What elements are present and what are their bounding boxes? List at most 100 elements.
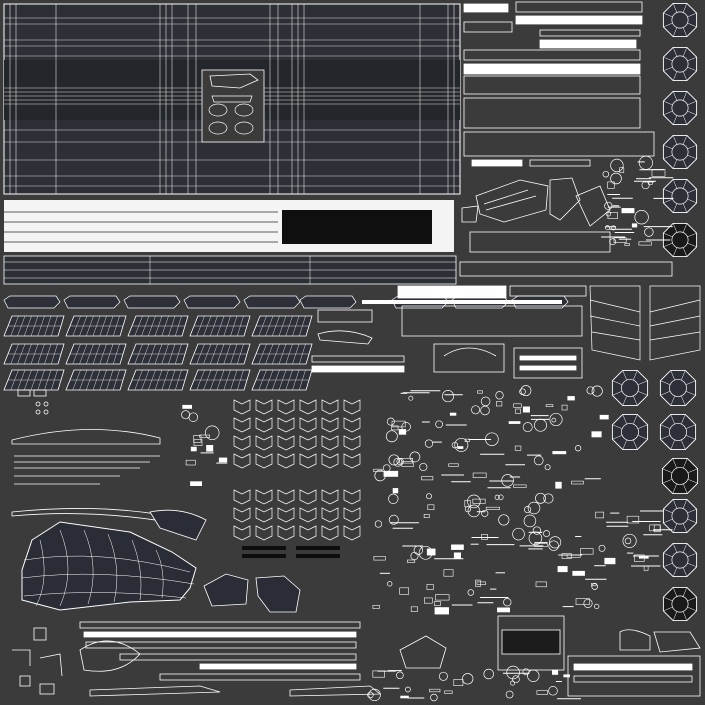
small-rect-part xyxy=(426,548,436,556)
panel xyxy=(65,315,127,337)
octagon-spoke xyxy=(672,135,678,145)
small-rect-part xyxy=(472,498,486,504)
small-rect-part xyxy=(391,425,399,431)
small-ring-part xyxy=(506,665,520,680)
small-rect-part xyxy=(449,412,457,416)
small-ring-part xyxy=(368,688,381,702)
mesh-island-large xyxy=(21,521,197,611)
small-rect-part xyxy=(426,584,434,590)
small-ring-part xyxy=(480,396,491,407)
octagon-wheel-column xyxy=(611,2,699,622)
octagon-spoke xyxy=(672,483,677,494)
small-rect-part xyxy=(607,212,618,220)
small-ring-part xyxy=(528,531,543,546)
octagon-spoke xyxy=(663,12,673,18)
octagon-spoke xyxy=(663,606,673,612)
small-rect-part xyxy=(567,396,575,401)
small-ring-part xyxy=(382,464,391,473)
octagon-spoke xyxy=(687,552,697,558)
octagon-outline xyxy=(611,413,649,451)
small-rect-part xyxy=(372,604,380,609)
octagon-inner xyxy=(671,11,689,29)
octagon-spoke xyxy=(663,100,673,106)
octagon-spoke xyxy=(637,391,648,396)
octagon-spoke xyxy=(663,596,673,602)
chevron-part xyxy=(321,417,339,433)
small-rect-part xyxy=(514,445,522,451)
small-ring-part xyxy=(467,504,481,518)
small-ring-part xyxy=(532,526,542,535)
small-rect-part xyxy=(497,607,510,613)
chevron-part xyxy=(299,525,317,541)
chevron-part xyxy=(321,525,339,541)
octagon-spoke xyxy=(672,587,678,597)
small-rect-part xyxy=(580,548,594,555)
octagon-inner xyxy=(671,467,689,485)
small-rect-part xyxy=(477,390,483,394)
small-rect-part xyxy=(475,579,481,587)
octagon-part xyxy=(662,222,698,258)
small-rect-part xyxy=(495,401,503,407)
octagon-spoke xyxy=(663,188,673,194)
panel xyxy=(251,343,313,365)
octagon-spoke xyxy=(663,232,673,238)
chevron-part xyxy=(321,399,339,415)
chevron-part xyxy=(255,399,273,415)
small-ring-part xyxy=(441,390,455,403)
small-ring-part xyxy=(396,671,404,680)
chevron-part xyxy=(343,417,361,433)
small-ring-part xyxy=(424,439,434,448)
chevron-part xyxy=(321,489,339,505)
small-ring-part xyxy=(605,225,610,231)
octagon-spoke xyxy=(672,499,678,509)
small-rect-part xyxy=(555,481,562,489)
small-rect-part xyxy=(634,554,645,562)
octagon-spoke xyxy=(633,395,638,406)
small-rect-part xyxy=(591,582,597,587)
chevron-part xyxy=(299,489,317,505)
small-rect-part xyxy=(399,457,413,464)
octagon-outline xyxy=(662,2,698,38)
octagon-part xyxy=(662,498,698,534)
small-ring-part xyxy=(534,418,547,432)
small-rect-part xyxy=(423,597,433,604)
chevron-part xyxy=(299,399,317,415)
octagon-spoke xyxy=(672,458,677,469)
small-ring-part xyxy=(533,455,544,466)
chevron-part xyxy=(233,417,251,433)
chevron-part xyxy=(343,453,361,469)
octagon-spoke xyxy=(672,611,678,621)
chevron-part xyxy=(255,507,273,523)
chevron-part xyxy=(277,489,295,505)
small-rect-part xyxy=(591,431,602,438)
small-ring-part xyxy=(586,386,595,395)
small-rect-part xyxy=(619,167,625,173)
small-rect-part xyxy=(443,569,454,577)
chevron-part xyxy=(277,525,295,541)
small-rect-part xyxy=(421,476,434,481)
octagon-spoke xyxy=(633,439,638,450)
octagon-outline xyxy=(659,413,697,451)
octagon-outline xyxy=(662,134,698,170)
small-rect-part xyxy=(398,429,407,435)
octagon-spoke xyxy=(660,391,671,396)
octagon-spoke xyxy=(687,198,697,204)
small-ring-part xyxy=(548,540,559,551)
small-ring-part xyxy=(426,493,432,500)
octagon-spoke xyxy=(683,458,688,469)
small-ring-part xyxy=(451,441,459,449)
panel xyxy=(251,315,313,337)
chevron-part xyxy=(299,453,317,469)
octagon-spoke xyxy=(681,370,686,381)
octagon-part xyxy=(662,178,698,214)
chevron-part xyxy=(233,399,251,415)
small-rect-part xyxy=(406,559,416,563)
small-rect-part xyxy=(472,472,487,478)
octagon-spoke xyxy=(662,479,673,484)
octagon-spoke xyxy=(622,439,627,450)
small-ring-part xyxy=(535,492,546,504)
octagon-spoke xyxy=(663,562,673,568)
long-part xyxy=(123,295,181,309)
octagon-spoke xyxy=(622,370,627,381)
